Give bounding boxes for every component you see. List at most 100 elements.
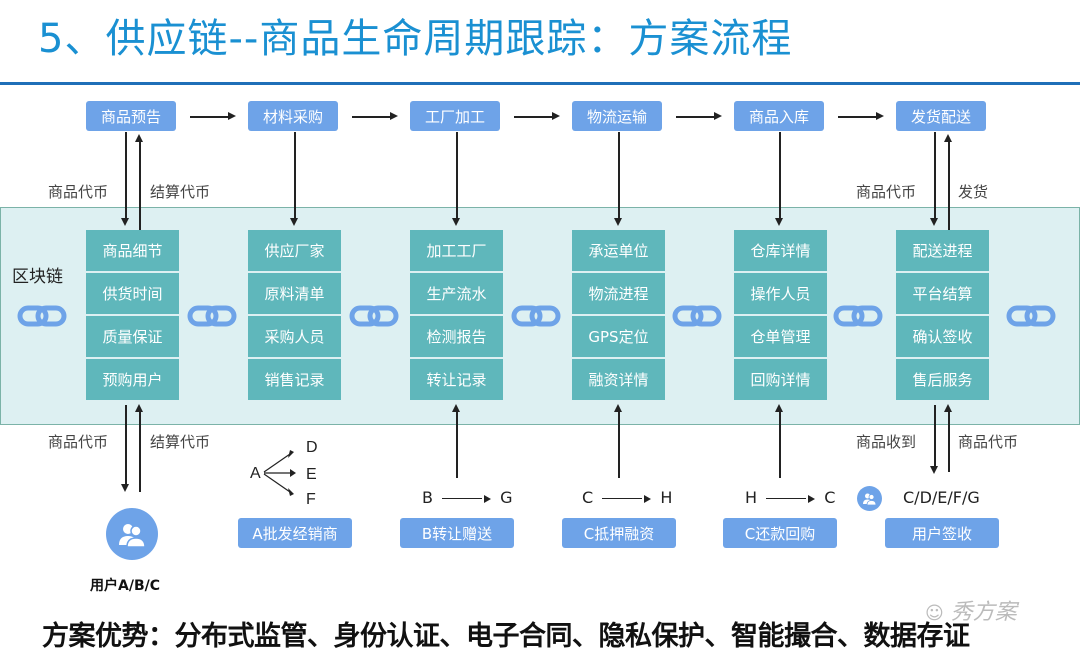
transfer-from: C bbox=[582, 488, 594, 507]
block-cell: 生产流水 bbox=[410, 273, 503, 314]
title-divider bbox=[0, 82, 1080, 85]
block-cell: 供应厂家 bbox=[248, 230, 341, 271]
users-avatar-small bbox=[857, 486, 882, 511]
stage-logistics: 物流运输 bbox=[572, 101, 662, 131]
page-title: 5、供应链--商品生命周期跟踪：方案流程 bbox=[38, 16, 793, 62]
connector-line bbox=[948, 142, 950, 230]
block-cell: 配送进程 bbox=[896, 230, 989, 271]
block-cell: 销售记录 bbox=[248, 359, 341, 400]
transfer-c-h: C H bbox=[582, 488, 672, 507]
connector-line bbox=[125, 132, 127, 220]
connector-line bbox=[294, 132, 296, 220]
chain-link-icon bbox=[672, 305, 722, 327]
transfer-to: G bbox=[500, 488, 513, 507]
watermark: ☺ 秀方案 bbox=[925, 594, 1017, 626]
block-delivery: 配送进程 平台结算 确认签收 售后服务 bbox=[896, 230, 989, 400]
block-cell: 物流进程 bbox=[572, 273, 665, 314]
connector-line bbox=[618, 132, 620, 220]
block-factory-processing: 加工工厂 生产流水 检测报告 转让记录 bbox=[410, 230, 503, 400]
block-cell: 加工工厂 bbox=[410, 230, 503, 271]
transfer-h-c: H C bbox=[745, 488, 835, 507]
block-cell: 确认签收 bbox=[896, 316, 989, 357]
stage-product-preview: 商品预告 bbox=[86, 101, 176, 131]
connector-line bbox=[779, 412, 781, 478]
block-cell: 融资详情 bbox=[572, 359, 665, 400]
stage-delivery: 发货配送 bbox=[896, 101, 986, 131]
flow-label-settlement-token: 结算代币 bbox=[150, 433, 211, 451]
blockchain-label: 区块链 bbox=[12, 267, 63, 287]
stage-arrow-line bbox=[676, 116, 714, 118]
block-cell: 承运单位 bbox=[572, 230, 665, 271]
stage-arrow-line bbox=[352, 116, 390, 118]
connector-line bbox=[125, 405, 127, 485]
users-icon bbox=[119, 524, 146, 547]
stage-factory-processing: 工厂加工 bbox=[410, 101, 500, 131]
distribution-target: D bbox=[306, 439, 318, 456]
block-cell: 商品细节 bbox=[86, 230, 179, 271]
stage-arrow-line bbox=[838, 116, 876, 118]
arrow-up-icon bbox=[135, 404, 143, 412]
stage-warehousing: 商品入库 bbox=[734, 101, 824, 131]
watermark-text: 秀方案 bbox=[950, 600, 1017, 625]
arrow-right-icon bbox=[808, 494, 816, 503]
arrow-up-icon bbox=[944, 404, 952, 412]
connector-line bbox=[456, 412, 458, 478]
block-cell: 供货时间 bbox=[86, 273, 179, 314]
action-user-signoff: 用户签收 bbox=[885, 518, 999, 548]
connector-line bbox=[139, 142, 141, 230]
arrow-up-icon bbox=[614, 404, 622, 412]
arrow-right-icon bbox=[484, 494, 492, 503]
stage-arrow-line bbox=[514, 116, 552, 118]
arrow-down-icon bbox=[121, 484, 129, 492]
connector-line bbox=[934, 132, 936, 220]
block-cell: 仓库详情 bbox=[734, 230, 827, 271]
arrow-up-icon bbox=[452, 404, 460, 412]
connector-line bbox=[618, 412, 620, 478]
block-cell: 预购用户 bbox=[86, 359, 179, 400]
users-label: 用户A/B/C bbox=[90, 578, 161, 594]
flow-label-settlement-token: 结算代币 bbox=[150, 183, 211, 201]
chain-link-icon bbox=[17, 305, 67, 327]
users-avatar bbox=[106, 508, 158, 560]
block-cell: 检测报告 bbox=[410, 316, 503, 357]
action-repay-buyback: C还款回购 bbox=[723, 518, 837, 548]
distribution-source: A bbox=[250, 465, 261, 482]
flow-label-product-token: 商品代币 bbox=[48, 433, 109, 451]
arrow-down-icon bbox=[290, 218, 298, 226]
advantages-summary: 方案优势：分布式监管、身份认证、电子合同、隐私保护、智能撮合、数据存证 bbox=[42, 621, 970, 652]
arrow-right-icon bbox=[390, 112, 398, 120]
arrow-down-icon bbox=[930, 466, 938, 474]
transfer-to: C bbox=[824, 488, 836, 507]
distribution-target: E bbox=[306, 466, 317, 483]
block-product-preview: 商品细节 供货时间 质量保证 预购用户 bbox=[86, 230, 179, 400]
arrow-right-icon bbox=[228, 112, 236, 120]
users-icon bbox=[863, 493, 877, 505]
wechat-icon: ☺ bbox=[925, 603, 944, 624]
connector-line bbox=[456, 132, 458, 220]
flow-label-product-token: 商品代币 bbox=[958, 433, 1019, 451]
block-cell: 转让记录 bbox=[410, 359, 503, 400]
block-cell: 售后服务 bbox=[896, 359, 989, 400]
arrow-right-icon bbox=[644, 494, 652, 503]
transfer-b-g: B G bbox=[422, 488, 513, 507]
arrow-right-icon bbox=[552, 112, 560, 120]
action-mortgage-finance: C抵押融资 bbox=[562, 518, 676, 548]
arrow-down-icon bbox=[121, 218, 129, 226]
connector-line bbox=[948, 412, 950, 472]
arrow-up-icon bbox=[135, 134, 143, 142]
block-cell: 原料清单 bbox=[248, 273, 341, 314]
transfer-to: H bbox=[660, 488, 673, 507]
transfer-from: H bbox=[745, 488, 758, 507]
arrow-up-icon bbox=[775, 404, 783, 412]
connector-line bbox=[934, 405, 936, 467]
arrow-down-icon bbox=[614, 218, 622, 226]
block-warehousing: 仓库详情 操作人员 仓单管理 回购详情 bbox=[734, 230, 827, 400]
flow-label-received: 商品收到 bbox=[856, 433, 917, 451]
arrow-right-icon bbox=[714, 112, 722, 120]
chain-link-icon bbox=[511, 305, 561, 327]
connector-line bbox=[139, 412, 141, 492]
block-cell: 平台结算 bbox=[896, 273, 989, 314]
stage-arrow-line bbox=[190, 116, 228, 118]
flow-label-ship: 发货 bbox=[958, 183, 989, 201]
arrow-up-icon bbox=[944, 134, 952, 142]
